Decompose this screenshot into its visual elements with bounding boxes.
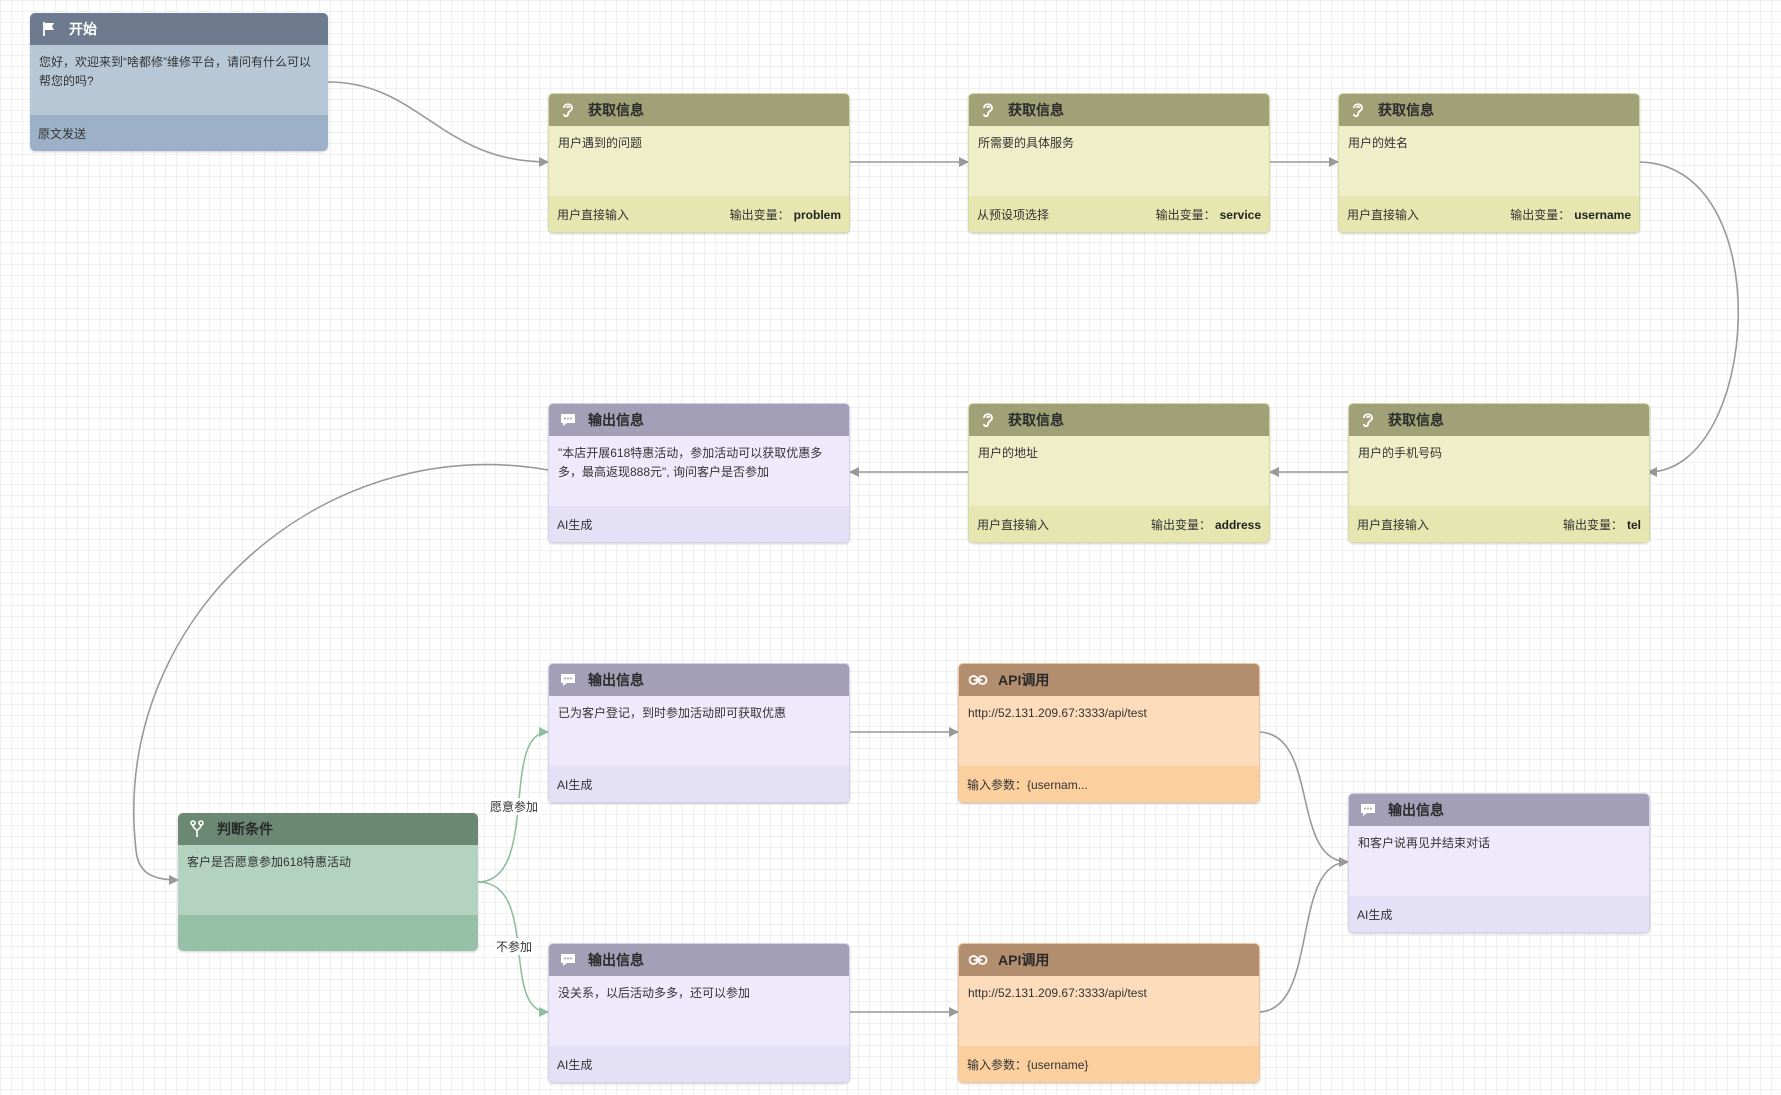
node-title: API调用	[998, 672, 1050, 688]
node-output-end[interactable]: 输出信息 和客户说再见并结束对话 AI生成	[1348, 793, 1650, 933]
node-get-tel[interactable]: 获取信息 用户的手机号码 用户直接输入 输出变量：tel	[1348, 403, 1650, 543]
node-title: 获取信息	[1008, 412, 1064, 428]
branch-icon	[187, 819, 207, 839]
var-label: 输出变量：	[1150, 517, 1211, 532]
node-title: 输出信息	[588, 952, 644, 968]
link-icon	[968, 670, 988, 690]
node-text: 所需要的具体服务	[969, 126, 1269, 196]
node-text: 没关系，以后活动多多，还可以参加	[549, 976, 849, 1046]
node-title: 开始	[69, 21, 97, 37]
condition-footer	[178, 915, 478, 951]
ear-icon	[978, 100, 998, 120]
edge-label-yes: 愿意参加	[488, 798, 541, 815]
node-text: 已为客户登记，到时参加活动即可获取优惠	[549, 696, 849, 766]
edge-start-to-problem	[327, 81, 549, 167]
node-output-promo[interactable]: 输出信息 "本店开展618特惠活动，参加活动可以获取优惠多多，最高返现888元"…	[548, 403, 850, 543]
edge-label-no: 不参加	[494, 938, 535, 955]
var-value: address	[1214, 517, 1261, 532]
chat-bubble-icon	[1358, 800, 1378, 820]
ear-icon	[978, 410, 998, 430]
chat-bubble-icon	[558, 950, 578, 970]
node-get-service[interactable]: 获取信息 所需要的具体服务 从预设项选择 输出变量：service	[968, 93, 1270, 233]
node-output-yes[interactable]: 输出信息 已为客户登记，到时参加活动即可获取优惠 AI生成	[548, 663, 850, 803]
node-title: 获取信息	[1388, 412, 1444, 428]
node-get-username[interactable]: 获取信息 用户的姓名 用户直接输入 输出变量：username	[1338, 93, 1640, 233]
api-url: http://52.131.209.67:3333/api/test	[959, 696, 1259, 766]
input-mode: 用户直接输入	[977, 517, 1050, 532]
var-value: service	[1219, 207, 1261, 222]
input-mode: 用户直接输入	[1357, 517, 1430, 532]
flag-icon	[39, 19, 59, 39]
output-mode: AI生成	[557, 517, 593, 532]
ear-icon	[558, 100, 578, 120]
node-start-footer: 原文发送	[38, 126, 87, 141]
input-mode: 用户直接输入	[1347, 207, 1420, 222]
node-text: 用户遇到的问题	[549, 126, 849, 196]
edge-api-yes-to-end	[1257, 731, 1349, 867]
link-icon	[968, 950, 988, 970]
node-text: 和客户说再见并结束对话	[1349, 826, 1649, 896]
node-start-header: 开始	[30, 13, 328, 45]
api-url: http://52.131.209.67:3333/api/test	[959, 976, 1259, 1046]
var-label: 输出变量：	[1562, 517, 1623, 532]
node-title: 获取信息	[588, 102, 644, 118]
var-value: username	[1574, 207, 1631, 222]
node-title: 输出信息	[1388, 802, 1444, 818]
node-api-yes[interactable]: API调用 http://52.131.209.67:3333/api/test…	[958, 663, 1260, 803]
var-label: 输出变量：	[729, 207, 790, 222]
node-text: "本店开展618特惠活动，参加活动可以获取优惠多多，最高返现888元", 询问客…	[549, 436, 849, 506]
condition-text: 客户是否愿意参加618特惠活动	[178, 845, 478, 915]
input-mode: 从预设项选择	[977, 207, 1050, 222]
chat-bubble-icon	[558, 410, 578, 430]
node-text: 用户的手机号码	[1349, 436, 1649, 506]
output-mode: AI生成	[557, 777, 593, 792]
node-title: 输出信息	[588, 672, 644, 688]
var-value: problem	[793, 207, 841, 222]
api-params: 输入参数：{usernam...	[967, 777, 1088, 792]
node-get-problem[interactable]: 获取信息 用户遇到的问题 用户直接输入 输出变量：problem	[548, 93, 850, 233]
ear-icon	[1358, 410, 1378, 430]
node-get-address[interactable]: 获取信息 用户的地址 用户直接输入 输出变量：address	[968, 403, 1270, 543]
node-title: API调用	[998, 952, 1050, 968]
output-mode: AI生成	[557, 1057, 593, 1072]
var-label: 输出变量：	[1510, 207, 1571, 222]
output-mode: AI生成	[1357, 907, 1393, 922]
node-api-no[interactable]: API调用 http://52.131.209.67:3333/api/test…	[958, 943, 1260, 1083]
node-title: 获取信息	[1008, 102, 1064, 118]
edge-username-to-tel	[1637, 161, 1740, 477]
node-title: 输出信息	[588, 412, 644, 428]
node-text: 用户的地址	[969, 436, 1269, 506]
node-start-text: 您好，欢迎来到“啥都修”维修平台，请问有什么可以帮您的吗?	[30, 45, 328, 115]
node-title: 判断条件	[217, 821, 273, 837]
chat-bubble-icon	[558, 670, 578, 690]
ear-icon	[1348, 100, 1368, 120]
node-output-no[interactable]: 输出信息 没关系，以后活动多多，还可以参加 AI生成	[548, 943, 850, 1083]
input-mode: 用户直接输入	[557, 207, 630, 222]
node-title: 获取信息	[1378, 102, 1434, 118]
var-label: 输出变量：	[1155, 207, 1216, 222]
edge-api-no-to-end	[1257, 857, 1349, 1013]
var-value: tel	[1626, 517, 1641, 532]
node-start[interactable]: 开始 您好，欢迎来到“啥都修”维修平台，请问有什么可以帮您的吗? 原文发送	[30, 13, 328, 151]
api-params: 输入参数：{username}	[967, 1057, 1089, 1072]
node-text: 用户的姓名	[1339, 126, 1639, 196]
node-condition[interactable]: 判断条件 客户是否愿意参加618特惠活动	[178, 813, 478, 951]
